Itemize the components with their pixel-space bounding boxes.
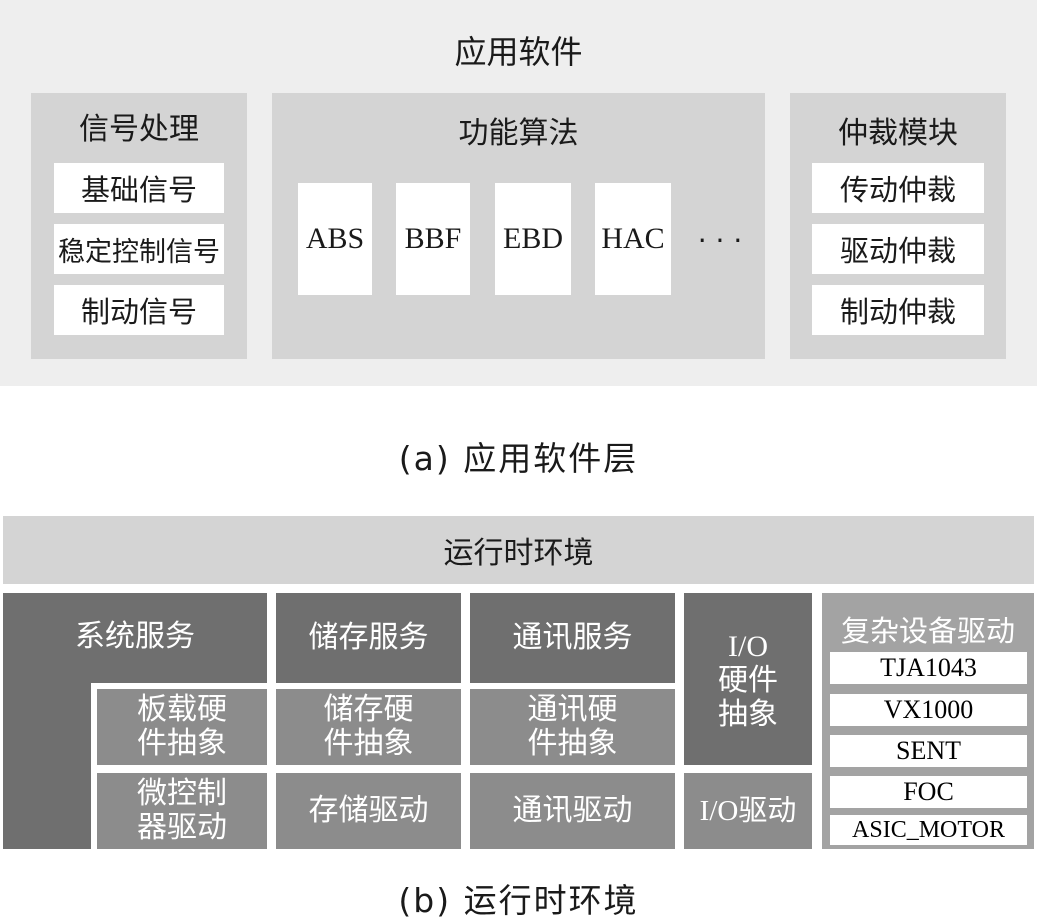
storage-hw-abstraction-block: 储存硬 件抽象 — [276, 689, 461, 765]
io-hw-abs-line2: 硬件 — [718, 663, 778, 698]
cdd-item-asic-motor: ASIC_MOTOR — [830, 815, 1027, 845]
mcu-driver-line1: 微控制 — [137, 776, 227, 811]
io-hw-abs-line3: 抽象 — [718, 697, 778, 732]
comm-hw-abstraction-block: 通讯硬 件抽象 — [470, 689, 675, 765]
comm-services-block: 通讯服务 — [470, 593, 675, 683]
caption-a: (a) 应用软件层 — [398, 439, 639, 478]
onboard-hw-abstraction-block: 板载硬 件抽象 — [97, 689, 267, 765]
signal-item-basic: 基础信号 — [54, 163, 224, 213]
arbitration-item-drive: 驱动仲裁 — [812, 224, 984, 274]
io-hardware-abstraction-block: I/O 硬件 抽象 — [684, 593, 812, 765]
storage-driver-block: 存储驱动 — [276, 773, 461, 849]
system-services-block-leg — [3, 683, 91, 849]
arbitration-item-transmission: 传动仲裁 — [812, 163, 984, 213]
io-hw-abs-line1: I/O — [728, 630, 768, 663]
onboard-hw-abs-line2: 件抽象 — [137, 726, 227, 761]
cdd-item-foc: FOC — [830, 776, 1027, 808]
mcu-driver-block: 微控制 器驱动 — [97, 773, 267, 849]
cdd-item-vx1000: VX1000 — [830, 694, 1027, 726]
comm-hw-abs-line1: 通讯硬 — [527, 692, 618, 727]
algorithm-hac: HAC — [595, 183, 671, 295]
signal-item-stability-control: 稳定控制信号 — [54, 224, 224, 274]
arbitration-item-braking: 制动仲裁 — [812, 285, 984, 335]
signal-item-braking: 制动信号 — [54, 285, 224, 335]
comm-driver-block: 通讯驱动 — [470, 773, 675, 849]
cdd-item-tja1043: TJA1043 — [830, 652, 1027, 684]
caption-b: (b) 运行时环境 — [398, 881, 639, 920]
storage-services-block: 储存服务 — [276, 593, 461, 683]
onboard-hw-abs-line1: 板载硬 — [137, 692, 227, 727]
cdd-item-sent: SENT — [830, 735, 1027, 767]
complex-device-drivers-title: 复杂设备驱动 — [840, 614, 1015, 648]
comm-hw-abs-line2: 件抽象 — [527, 726, 618, 761]
arbitration-module-title: 仲裁模块 — [838, 116, 958, 151]
algorithm-bbf: BBF — [396, 183, 470, 295]
function-algorithms-title: 功能算法 — [458, 116, 579, 151]
system-services-block — [3, 593, 267, 683]
application-software-title: 应用软件 — [454, 33, 583, 71]
io-driver-block: I/O驱动 — [684, 773, 812, 849]
algorithm-ebd: EBD — [495, 183, 571, 295]
algorithm-abs: ABS — [298, 183, 372, 295]
storage-hw-abs-line2: 件抽象 — [323, 726, 414, 761]
algorithm-ellipsis: · · · — [697, 223, 743, 257]
signal-processing-title: 信号处理 — [79, 112, 199, 147]
mcu-driver-line2: 器驱动 — [137, 810, 227, 845]
storage-hw-abs-line1: 储存硬 — [323, 692, 414, 727]
rte-title-bar: 运行时环境 — [3, 516, 1034, 584]
system-services-label: 系统服务 — [75, 619, 195, 654]
